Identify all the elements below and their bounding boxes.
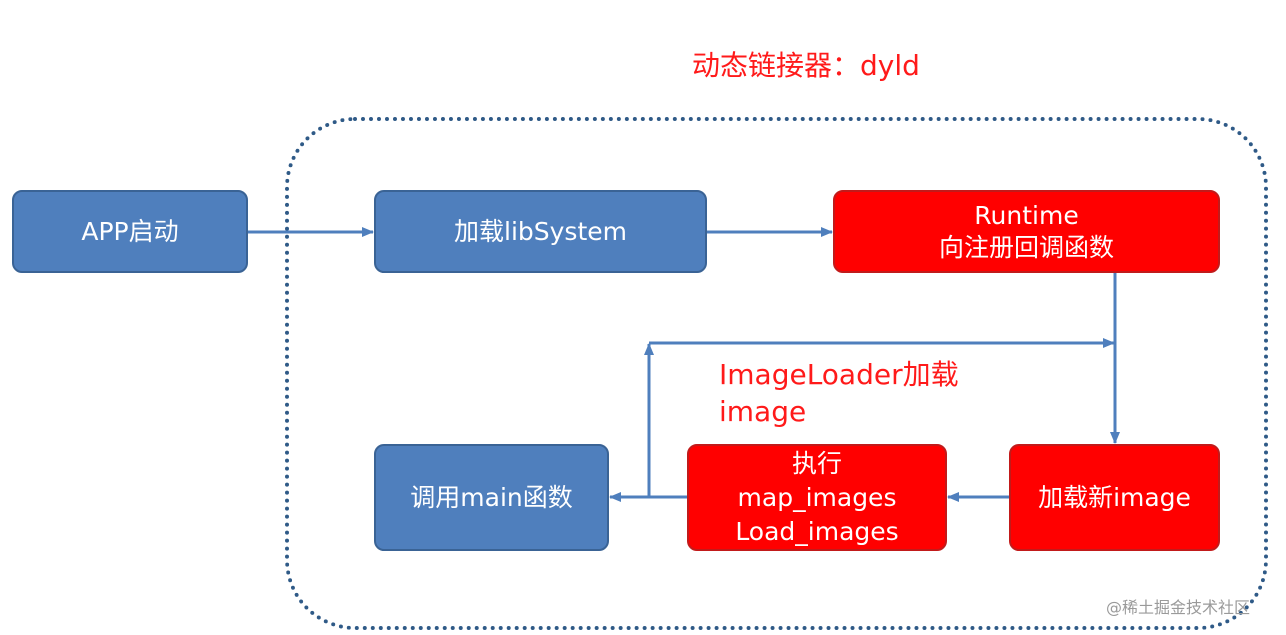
diagram-title: 动态链接器：dyld bbox=[692, 49, 920, 82]
load-new-image-label: 加载新image bbox=[1038, 482, 1191, 512]
app-start-node: APP启动 bbox=[12, 190, 248, 273]
dyld-scope-frame bbox=[285, 117, 1268, 630]
execute-label-line1: 执行 bbox=[791, 448, 842, 478]
watermark: @稀土掘金技术社区 bbox=[1106, 598, 1251, 617]
app-start-label: APP启动 bbox=[81, 216, 179, 246]
execute-node: 执行 map_images Load_images bbox=[687, 444, 947, 551]
image-loader-annotation: ImageLoader加载 image bbox=[719, 356, 959, 430]
execute-label-line2: map_images bbox=[737, 482, 897, 512]
runtime-node: Runtime 向注册回调函数 bbox=[833, 190, 1220, 273]
runtime-label-line1: Runtime bbox=[974, 200, 1079, 230]
load-libsystem-label: 加载libSystem bbox=[454, 216, 627, 246]
execute-label-line3: Load_images bbox=[735, 516, 899, 546]
runtime-label-line2: 向注册回调函数 bbox=[938, 232, 1114, 262]
load-new-image-node: 加载新image bbox=[1009, 444, 1220, 551]
load-libsystem-node: 加载libSystem bbox=[374, 190, 707, 273]
image-loader-annotation-line1: ImageLoader加载 bbox=[719, 358, 959, 391]
call-main-node: 调用main函数 bbox=[374, 444, 609, 551]
call-main-label: 调用main函数 bbox=[410, 482, 573, 512]
image-loader-annotation-line2: image bbox=[719, 395, 807, 428]
